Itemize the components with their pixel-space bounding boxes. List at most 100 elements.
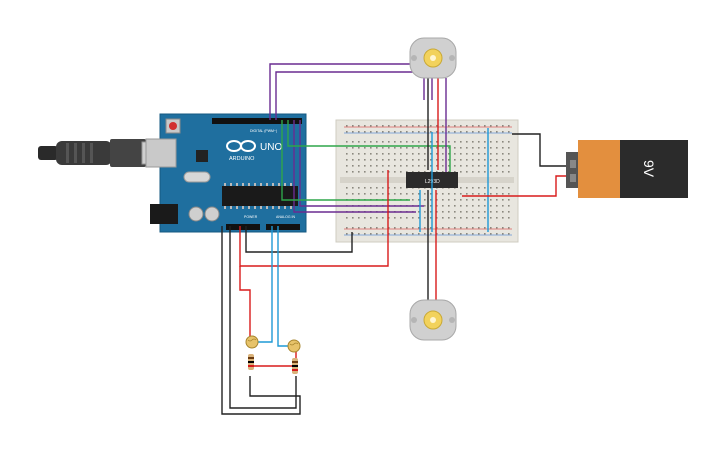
breadboard-hole (394, 171, 396, 173)
breadboard-hole (508, 205, 510, 207)
breadboard-hole (454, 205, 456, 207)
breadboard-hole (394, 233, 396, 235)
breadboard-hole (376, 217, 378, 219)
digital-header-label: DIGITAL (PWM~) (250, 129, 277, 133)
breadboard-hole (490, 141, 492, 143)
breadboard-hole (496, 217, 498, 219)
breadboard-hole (436, 227, 438, 229)
breadboard-hole (382, 233, 384, 235)
breadboard-hole (352, 159, 354, 161)
usb-cable[interactable] (38, 139, 167, 167)
breadboard-hole (430, 211, 432, 213)
breadboard-hole (346, 193, 348, 195)
breadboard-hole (358, 125, 360, 127)
breadboard-hole (508, 125, 510, 127)
breadboard-hole (472, 153, 474, 155)
breadboard-hole (448, 141, 450, 143)
breadboard-hole (502, 131, 504, 133)
breadboard-hole (448, 165, 450, 167)
breadboard-hole (364, 165, 366, 167)
breadboard-hole (484, 165, 486, 167)
breadboard-hole (484, 159, 486, 161)
breadboard-hole (466, 147, 468, 149)
breadboard-hole (376, 171, 378, 173)
breadboard-hole (430, 193, 432, 195)
breadboard-hole (406, 131, 408, 133)
breadboard-hole (466, 153, 468, 155)
ldr-left[interactable] (245, 335, 259, 349)
breadboard-hole (400, 227, 402, 229)
breadboard-hole (346, 131, 348, 133)
breadboard-hole (424, 227, 426, 229)
breadboard-hole (490, 153, 492, 155)
breadboard-hole (442, 159, 444, 161)
ldr-right[interactable] (287, 339, 301, 353)
breadboard-hole (406, 125, 408, 127)
breadboard-hole (460, 205, 462, 207)
breadboard-hole (472, 141, 474, 143)
battery-9v[interactable]: 9V (566, 140, 688, 198)
breadboard-hole (466, 171, 468, 173)
breadboard-hole (454, 159, 456, 161)
breadboard-hole (382, 171, 384, 173)
breadboard-hole (376, 187, 378, 189)
breadboard-hole (436, 217, 438, 219)
breadboard-hole (406, 171, 408, 173)
breadboard-hole (364, 153, 366, 155)
breadboard-hole (406, 141, 408, 143)
breadboard-hole (448, 211, 450, 213)
motor-top[interactable] (409, 37, 457, 79)
breadboard-hole (442, 199, 444, 201)
breadboard-hole (454, 233, 456, 235)
breadboard-hole (430, 141, 432, 143)
breadboard-hole (394, 165, 396, 167)
breadboard-hole (478, 153, 480, 155)
breadboard-hole (412, 227, 414, 229)
breadboard-hole (436, 131, 438, 133)
analog-header-label: ANALOG IN (276, 215, 296, 219)
breadboard-hole (484, 205, 486, 207)
breadboard-hole (436, 153, 438, 155)
breadboard-hole (388, 125, 390, 127)
breadboard-hole (502, 165, 504, 167)
breadboard-hole (472, 193, 474, 195)
breadboard-hole (448, 147, 450, 149)
breadboard-hole (490, 227, 492, 229)
arduino-uno-board[interactable]: ARDUINO UNO DIGITAL (PWM~) POWER ANALOG … (145, 113, 307, 233)
resistor-right[interactable] (292, 358, 298, 374)
breadboard-hole (424, 233, 426, 235)
breadboard-hole (490, 187, 492, 189)
breadboard-hole (478, 141, 480, 143)
breadboard-hole (394, 217, 396, 219)
breadboard-hole (418, 199, 420, 201)
breadboard-hole (388, 165, 390, 167)
breadboard-hole (424, 125, 426, 127)
breadboard-hole (442, 147, 444, 149)
breadboard-hole (358, 187, 360, 189)
breadboard-hole (418, 141, 420, 143)
resistor-left[interactable] (248, 354, 254, 370)
breadboard-hole (454, 211, 456, 213)
breadboard-hole (346, 227, 348, 229)
breadboard-hole (454, 131, 456, 133)
breadboard-hole (412, 125, 414, 127)
breadboard-hole (472, 131, 474, 133)
breadboard-hole (430, 205, 432, 207)
breadboard-hole (394, 131, 396, 133)
breadboard-hole (496, 147, 498, 149)
breadboard-hole (400, 125, 402, 127)
breadboard-hole (364, 131, 366, 133)
breadboard-hole (466, 233, 468, 235)
breadboard-hole (460, 153, 462, 155)
breadboard-hole (460, 233, 462, 235)
breadboard-hole (352, 193, 354, 195)
breadboard-hole (466, 199, 468, 201)
breadboard-hole (418, 125, 420, 127)
breadboard-hole (466, 193, 468, 195)
breadboard-hole (472, 165, 474, 167)
battery-label: 9V (641, 160, 657, 178)
breadboard-hole (454, 147, 456, 149)
breadboard-hole (382, 193, 384, 195)
motor-bottom[interactable] (409, 299, 457, 341)
